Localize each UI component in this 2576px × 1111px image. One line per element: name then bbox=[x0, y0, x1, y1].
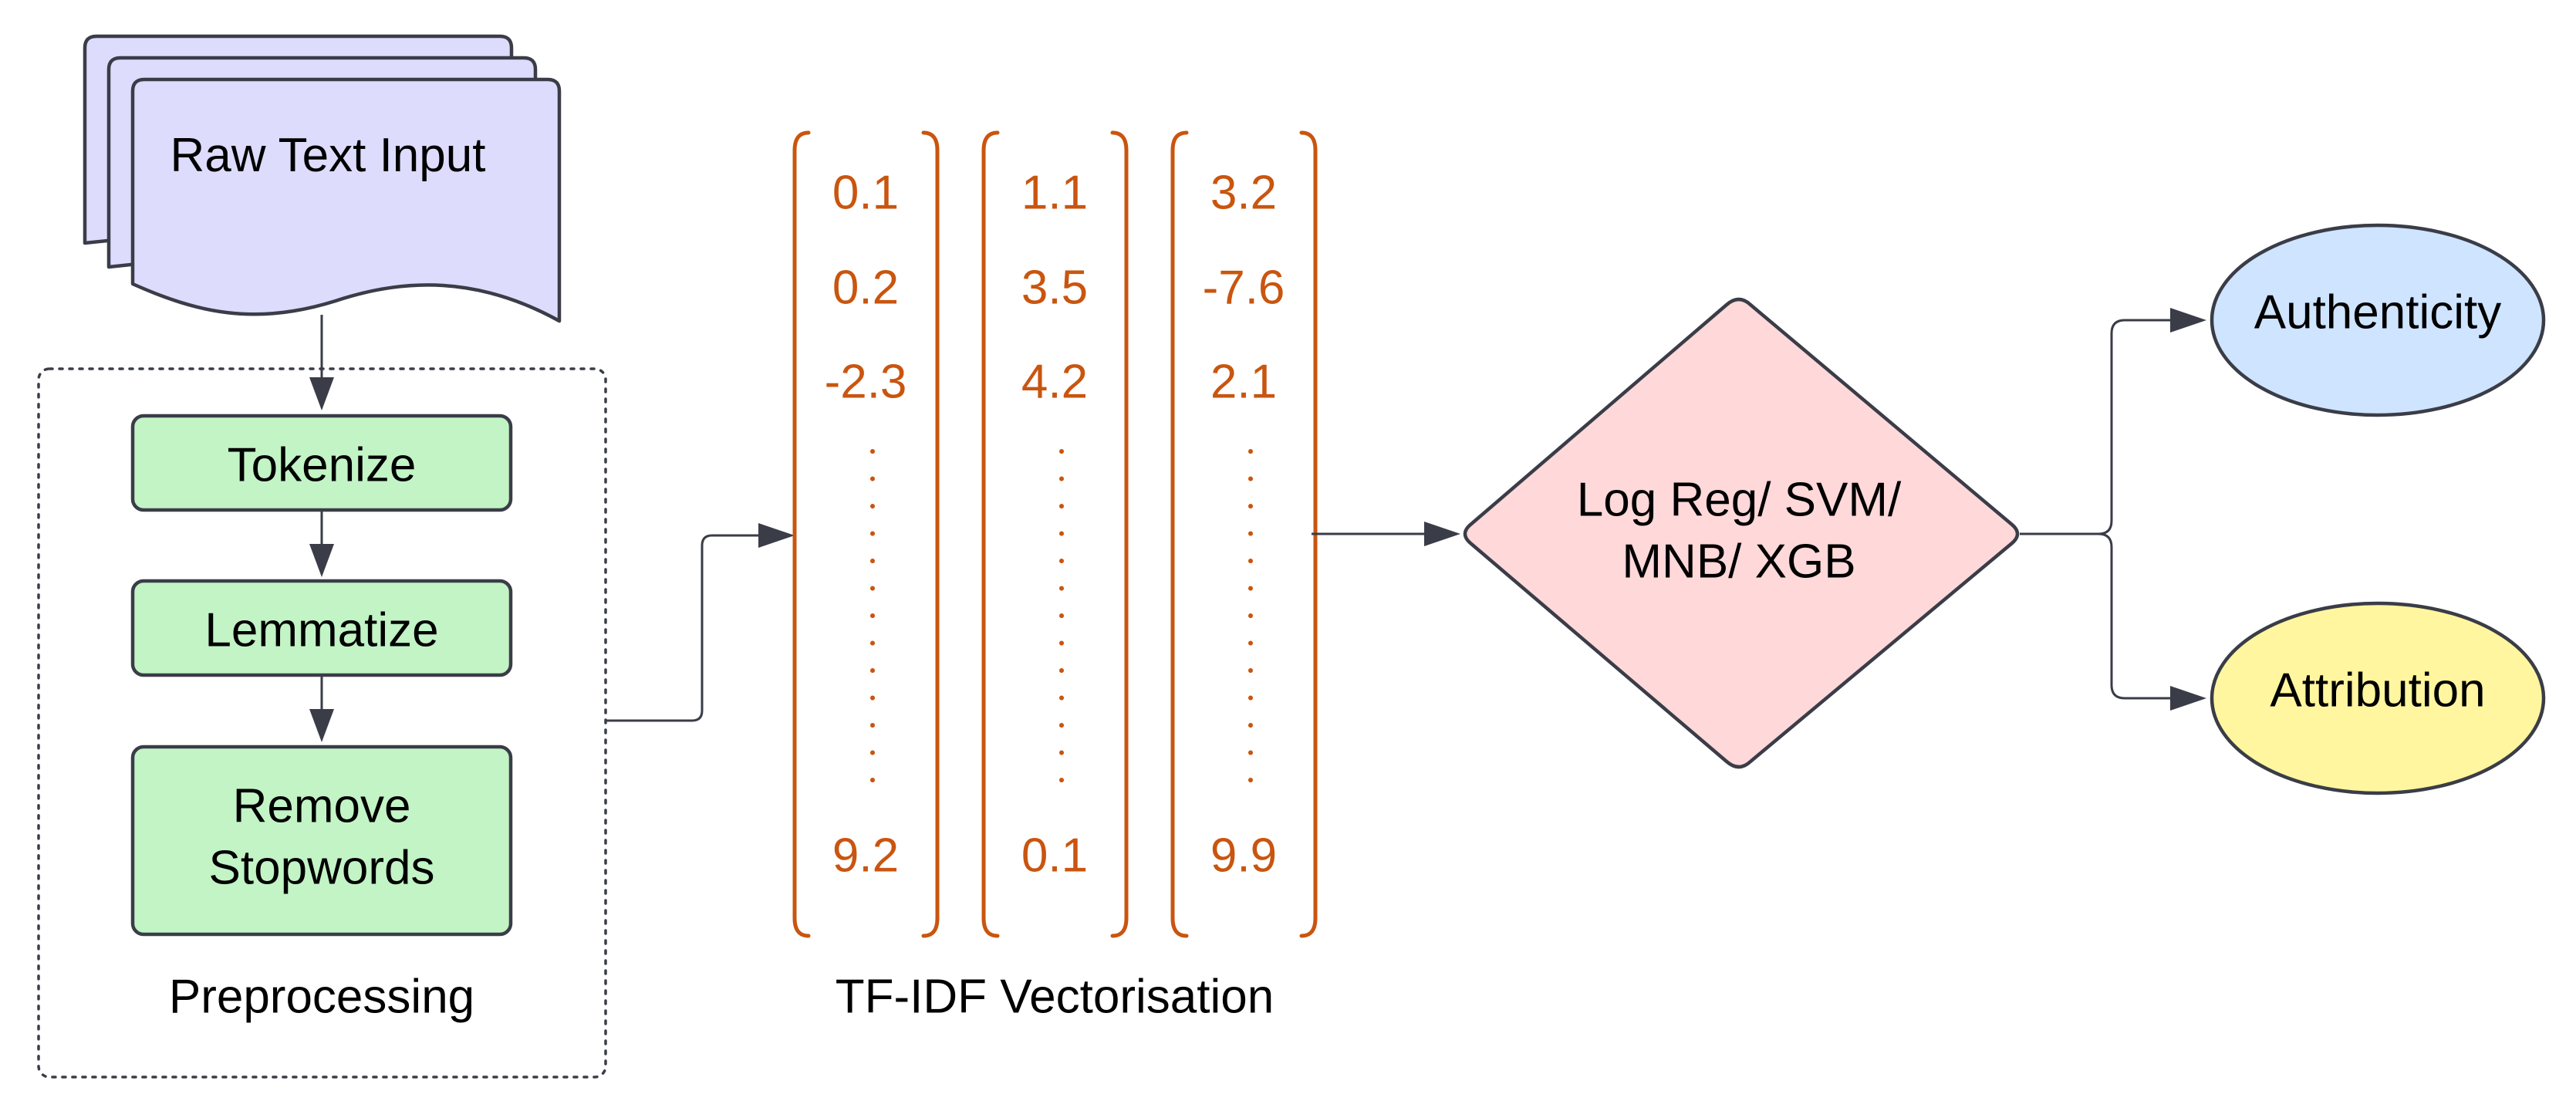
classifier-to-outputs-connectors bbox=[2020, 308, 2206, 711]
remove-stopwords-label-line-1: Remove bbox=[233, 779, 411, 832]
input-to-tokenize-arrowhead bbox=[309, 377, 334, 410]
authenticity-ellipse bbox=[2210, 223, 2546, 417]
classifier-to-authenticity-line bbox=[2020, 319, 2172, 535]
raw-text-input: Raw Text Input bbox=[83, 34, 562, 323]
vector-1-value-1: 0.1 bbox=[832, 166, 899, 219]
vector-2-last-value: 0.1 bbox=[1021, 829, 1088, 882]
tfidf-vectorisation-label: TF-IDF Vectorisation bbox=[836, 970, 1274, 1023]
vector-2-value-3: 4.2 bbox=[1021, 355, 1088, 408]
raw-text-input-label: Raw Text Input bbox=[170, 129, 486, 182]
vector-2-value-2: 3.5 bbox=[1021, 261, 1088, 314]
vector-1-last-value: 9.2 bbox=[832, 829, 899, 882]
classifier: Log Reg/ SVM/ MNB/ XGB bbox=[1463, 297, 2020, 769]
tokenize-to-lemmatize-arrowhead bbox=[309, 544, 334, 577]
vectors-to-classifier-arrowhead bbox=[1424, 522, 1460, 546]
vector-3-left-bracket bbox=[1170, 130, 1189, 938]
vector-1-value-2: 0.2 bbox=[832, 261, 899, 314]
authenticity-label: Authenticity bbox=[2254, 285, 2502, 339]
classifier-label-line-1: Log Reg/ SVM/ bbox=[1577, 473, 1902, 526]
vector-2-left-bracket bbox=[981, 130, 1000, 938]
tokenize-step-label: Tokenize bbox=[228, 438, 417, 491]
vector-2-value-1: 1.1 bbox=[1021, 166, 1088, 219]
classifier-to-authenticity-arrowhead bbox=[2170, 308, 2206, 333]
classifier-label-line-2: MNB/ XGB bbox=[1622, 535, 1855, 588]
classifier-to-attribution-arrowhead bbox=[2170, 686, 2206, 711]
vector-3-value-3: 2.1 bbox=[1210, 355, 1277, 408]
lemmatize-step-label: Lemmatize bbox=[204, 603, 438, 657]
tfidf-vectors: 0.1 0.2 -2.3 9.2 1.1 3.5 4.2 0.1 3.2 -7.… bbox=[792, 130, 1318, 1023]
preprocessing-to-vectors-line bbox=[606, 534, 760, 722]
attribution-label: Attribution bbox=[2270, 664, 2485, 717]
vector-1-value-3: -2.3 bbox=[825, 355, 907, 408]
remove-stopwords-step bbox=[130, 745, 513, 937]
authenticity-output: Authenticity bbox=[2210, 223, 2546, 417]
vectors-to-classifier-connector bbox=[1312, 522, 1460, 546]
preprocessing-group-label: Preprocessing bbox=[169, 970, 474, 1023]
document-front-sheet bbox=[130, 77, 562, 323]
vector-3-value-2: -7.6 bbox=[1203, 261, 1285, 314]
remove-stopwords-label-line-2: Stopwords bbox=[209, 841, 435, 894]
preprocessing-to-vectors-connector bbox=[606, 523, 795, 722]
preprocessing-group: Tokenize Lemmatize Remove Stopwords Prep… bbox=[37, 367, 607, 1079]
attribution-output: Attribution bbox=[2210, 601, 2546, 795]
tfidf-vector-2: 1.1 3.5 4.2 0.1 bbox=[981, 130, 1129, 938]
vector-3-value-1: 3.2 bbox=[1210, 166, 1277, 219]
attribution-ellipse bbox=[2210, 601, 2546, 795]
preprocessing-connectors bbox=[309, 315, 334, 742]
vector-1-right-bracket bbox=[921, 130, 940, 938]
tfidf-vector-1: 0.1 0.2 -2.3 9.2 bbox=[792, 130, 940, 938]
preprocessing-to-vectors-arrowhead bbox=[758, 523, 795, 548]
lemmatize-to-stopwords-arrowhead bbox=[309, 709, 334, 742]
vector-2-right-bracket bbox=[1110, 130, 1129, 938]
vector-1-left-bracket bbox=[792, 130, 811, 938]
classifier-diamond bbox=[1463, 297, 2020, 769]
classifier-to-attribution-line bbox=[2020, 532, 2172, 700]
tfidf-vector-3: 3.2 -7.6 2.1 9.9 bbox=[1170, 130, 1318, 938]
vector-3-last-value: 9.9 bbox=[1210, 829, 1277, 882]
